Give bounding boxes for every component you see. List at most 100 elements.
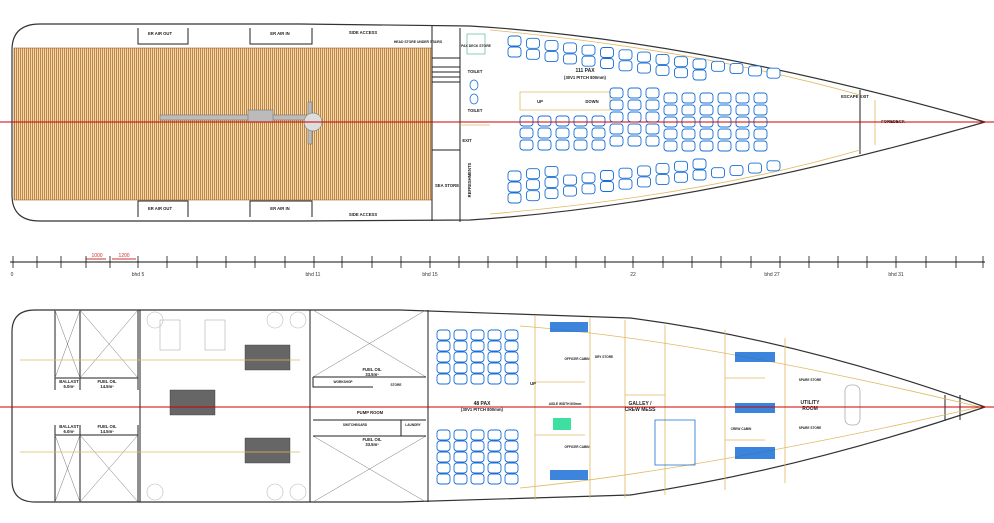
passenger-seat <box>600 58 614 69</box>
passenger-seat <box>600 181 614 192</box>
passenger-seat <box>537 139 552 151</box>
upper-pax-pitch: (30V1 PITCH 800mm) <box>564 75 606 80</box>
passenger-seat <box>637 176 651 188</box>
passenger-seat <box>555 115 570 127</box>
passenger-seat <box>692 58 707 70</box>
passenger-seat <box>487 473 502 485</box>
aisle-label: AISLE WIDTH 800mm <box>549 402 582 406</box>
passenger-seat <box>544 176 559 188</box>
passenger-seat <box>609 123 624 135</box>
passenger-seat <box>663 104 678 116</box>
passenger-seat <box>487 362 502 374</box>
side-access-label: SIDE ACCESS <box>349 212 377 217</box>
passenger-seat <box>581 44 596 56</box>
passenger-seat <box>563 174 577 186</box>
spare-store-label: SPARE STORE <box>799 378 822 382</box>
passenger-seat <box>637 165 651 177</box>
passenger-seat <box>453 340 468 352</box>
passenger-seat <box>591 139 606 151</box>
passenger-seat <box>563 53 577 65</box>
passenger-seat <box>753 128 768 140</box>
passenger-seat <box>453 451 468 463</box>
cabin-partitions <box>534 315 786 500</box>
frame-scale-bar: 1000 1200 0 bhd 5 bhd 11 bhd 15 22 bhd 2… <box>10 253 985 278</box>
engines <box>159 319 291 464</box>
lower-deck-plan: BALLAST 6.0m³ FUEL OIL 14.5m³ BALLAST 6.… <box>0 309 994 503</box>
upper-hull-outline <box>11 23 988 222</box>
passenger-seat <box>544 187 559 199</box>
toilet-label: TOILET <box>468 108 483 113</box>
head-store-label: HEAD STORE UNDER STAIRS <box>394 40 443 44</box>
passenger-seat <box>487 373 502 385</box>
passenger-seat <box>519 115 534 127</box>
passenger-seat <box>735 128 750 140</box>
passenger-seat <box>555 139 570 151</box>
stair-up-label: UP <box>530 381 536 386</box>
spare-store-label: SPARE STORE <box>799 426 822 430</box>
passenger-seat <box>692 158 707 170</box>
passenger-seat <box>627 87 642 99</box>
passenger-seat <box>526 37 540 49</box>
shower-tray <box>553 418 571 430</box>
er-air-out-label: ER AIR OUT <box>148 206 172 211</box>
passenger-seat <box>470 462 485 474</box>
passenger-seat <box>645 99 660 111</box>
crew-cabin-label: CREW CABIN <box>731 427 752 431</box>
passenger-seat <box>504 429 519 441</box>
foredeck-label: FOREDECK <box>881 119 905 124</box>
lower-pax-count: 48 PAX <box>474 401 492 407</box>
passenger-seat <box>655 53 670 65</box>
passenger-seat <box>504 440 519 452</box>
ballast-volume: 6.0m³ <box>64 384 76 389</box>
toilet-fixtures <box>469 79 479 105</box>
ballast-label: BALLAST <box>59 424 79 429</box>
passenger-seat <box>645 87 660 99</box>
passenger-seat <box>436 329 451 341</box>
passenger-seat <box>637 51 651 63</box>
scale-label: bhd 11 <box>306 272 321 278</box>
fuel-oil-label: FUEL OIL <box>98 379 117 384</box>
passenger-seat <box>609 87 624 99</box>
fuel-oil-volume: 14.5m³ <box>100 429 114 434</box>
passenger-seat <box>453 373 468 385</box>
upper-deck-plan: ER AIR OUT ER AIR IN ER AIR OUT ER AIR I… <box>0 23 994 222</box>
passenger-seat <box>487 462 502 474</box>
stair-up-label: UP <box>537 99 543 104</box>
passenger-seat <box>453 473 468 485</box>
passenger-seat <box>729 63 744 75</box>
passenger-seat <box>681 140 696 152</box>
passenger-seat <box>436 473 451 485</box>
galley-label: GALLEY / <box>629 401 653 407</box>
lower-pax-pitch: (30V1 PITCH 800mm) <box>461 407 503 412</box>
passenger-seat <box>504 351 519 363</box>
passenger-seat <box>663 140 678 152</box>
passenger-seat <box>504 462 519 474</box>
passenger-seat <box>526 190 540 202</box>
passenger-seat <box>504 362 519 374</box>
passenger-seat <box>618 49 633 61</box>
passenger-seat <box>753 104 768 116</box>
passenger-seat <box>507 46 522 58</box>
passenger-seat <box>766 67 781 79</box>
passenger-seat <box>436 429 451 441</box>
pump-room-label: PUMP ROOM <box>357 410 384 415</box>
lower-hull-outline <box>11 309 987 503</box>
passenger-seat <box>504 340 519 352</box>
passenger-seat <box>470 429 485 441</box>
passenger-seat <box>519 127 534 139</box>
officer-cabin-label: OFFICER CABIN <box>565 445 591 449</box>
passenger-seat <box>504 473 519 485</box>
passenger-seat <box>544 165 559 177</box>
passenger-seat <box>581 172 596 184</box>
mast-crane <box>159 101 323 145</box>
fuel-oil-volume: 33.5m³ <box>365 442 379 447</box>
pax-deck-store-label: PAX DECK STORE <box>461 44 492 48</box>
passenger-seat <box>609 135 624 147</box>
passenger-seat <box>717 92 732 104</box>
stair-down-label: DOWN <box>585 99 598 104</box>
passenger-seat <box>436 373 451 385</box>
passenger-seat <box>436 451 451 463</box>
passenger-seat <box>507 181 522 193</box>
passenger-seat <box>600 47 614 58</box>
passenger-seat <box>674 160 688 172</box>
